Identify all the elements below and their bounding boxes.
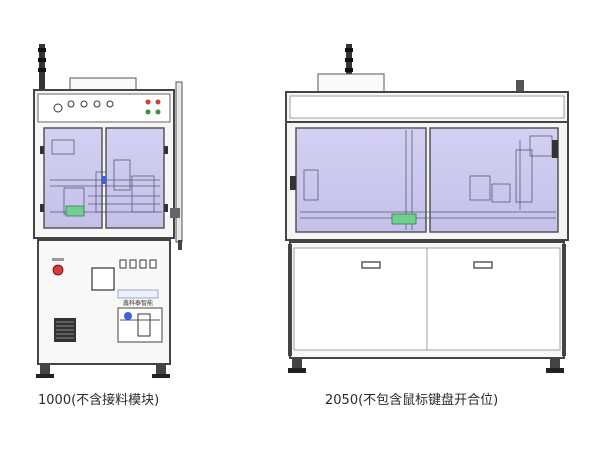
right-glass-panel	[429, 127, 559, 233]
top-hood	[317, 73, 385, 93]
foot-right	[550, 358, 560, 370]
caption-small-machine: 1000(不含接料模块)	[38, 393, 160, 408]
right-glass-door	[105, 127, 165, 229]
machine-large	[285, 44, 569, 373]
green-part	[391, 213, 417, 225]
air-filter-icon	[117, 307, 163, 343]
internal-mechanism	[300, 130, 556, 230]
foot-left	[40, 364, 50, 376]
caption-large-machine: 2050(不包含鼠标键盘开合位)	[325, 393, 499, 408]
machine-small: 鑫科泰智能	[33, 44, 183, 378]
control-knobs	[53, 99, 161, 115]
internal-mechanism	[50, 139, 162, 215]
display-screen	[91, 267, 115, 291]
green-part	[65, 205, 85, 217]
switch-row	[119, 259, 157, 269]
drawer-handle-left	[361, 261, 381, 269]
vent-grille	[54, 318, 76, 342]
signal-tower-icon	[38, 44, 46, 90]
signal-tower-icon	[345, 44, 353, 94]
panel-logo: 鑫科泰智能	[123, 299, 153, 307]
drawer-handle-right	[473, 261, 493, 269]
foot-left	[292, 358, 302, 370]
foot-right	[156, 364, 166, 376]
emergency-stop-icon	[52, 264, 64, 276]
